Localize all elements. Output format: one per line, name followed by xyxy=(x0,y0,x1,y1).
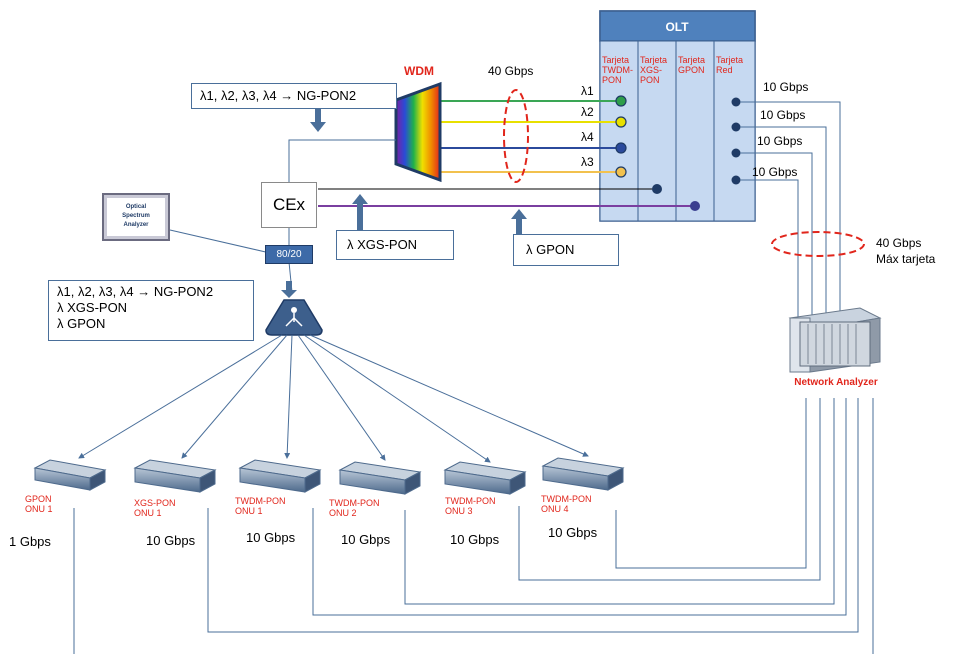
wdm-mux xyxy=(394,81,442,183)
rate-red-2: 10 Gbps xyxy=(760,108,806,122)
olt-title: OLT xyxy=(665,20,689,34)
port-lambda1 xyxy=(615,95,627,107)
wdm-to-cex-line xyxy=(288,139,396,182)
onu-device-twdm-4 xyxy=(541,457,625,491)
red-to-analyzer-lines xyxy=(740,101,841,318)
olt-ports xyxy=(615,95,741,211)
olt-chassis: OLT xyxy=(599,10,756,222)
optical-splitter-icon xyxy=(265,299,323,336)
network-analyzer-device xyxy=(788,307,882,373)
lambda-label-2: λ2 xyxy=(581,105,594,119)
onu-rate-twdm-3: 10 Gbps xyxy=(450,532,500,547)
max-tarjeta-label: Máx tarjeta xyxy=(876,252,936,266)
optical-spectrum-analyzer: Optical Spectrum Analyzer xyxy=(102,193,170,241)
callout-xgs-pon: λ XGS-PON xyxy=(336,230,454,260)
onu-rate-twdm-1: 10 Gbps xyxy=(246,530,296,545)
rate-red-3: 10 Gbps xyxy=(757,134,803,148)
onu-label-twdm-4: TWDM-PON ONU 4 xyxy=(541,494,592,514)
callout-left-line-2: λ XGS-PON xyxy=(57,300,128,315)
onu-label-twdm-1: TWDM-PON ONU 1 xyxy=(235,496,286,516)
rate-red-1: 10 Gbps xyxy=(763,80,809,94)
bandwidth-40gbps-top: 40 Gbps xyxy=(488,64,534,78)
lambda-label-4: λ4 xyxy=(581,130,594,144)
card-label-gpon: Tarjeta GPON xyxy=(678,55,706,75)
onu-device-twdm-3 xyxy=(443,461,527,495)
callout-left-line-1: λ1, λ2, λ3, λ4 → NG-PON2 xyxy=(57,284,214,299)
onu-device-twdm-2 xyxy=(338,461,422,495)
card-gpon xyxy=(675,40,715,222)
onu-rate-xgs-1: 10 Gbps xyxy=(146,533,196,548)
port-lambda3 xyxy=(615,166,627,178)
lambda-label-1: λ1 xyxy=(581,84,594,98)
onu-label-xgs-1: XGS-PON ONU 1 xyxy=(134,498,176,518)
osa-link-line xyxy=(169,229,271,254)
wdm-fibers xyxy=(440,100,620,173)
card-label-red: Tarjeta Red xyxy=(716,55,744,75)
onu-label-twdm-2: TWDM-PON ONU 2 xyxy=(329,498,380,518)
onu-devices xyxy=(33,457,625,495)
ellipse-40gbps-top xyxy=(503,89,529,183)
port-red-3 xyxy=(731,148,741,158)
rate-red-4: 10 Gbps xyxy=(752,165,798,179)
card-label-xgs: Tarjeta XGS-PON xyxy=(640,55,668,85)
onu-to-analyzer-lines xyxy=(73,398,874,654)
splitter-80-20: 80/20 xyxy=(265,245,313,264)
onu-rate-twdm-2: 10 Gbps xyxy=(341,532,391,547)
port-xgs xyxy=(652,184,662,194)
onu-device-gpon-1 xyxy=(33,459,107,491)
network-analyzer-label: Network Analyzer xyxy=(794,377,878,388)
osa-label-2: Spectrum xyxy=(122,213,150,219)
osa-label-3: Analyzer xyxy=(123,222,149,228)
onu-rate-gpon-1: 1 Gbps xyxy=(9,534,51,549)
cex-box: CEx xyxy=(261,182,317,228)
callout-arrows xyxy=(281,108,527,298)
callout-gpon: λ GPON xyxy=(513,234,619,266)
port-lambda2 xyxy=(615,116,627,128)
onu-device-xgs-1 xyxy=(133,459,217,493)
port-lambda4 xyxy=(615,142,627,154)
onu-rate-twdm-4: 10 Gbps xyxy=(548,525,598,540)
onu-device-twdm-1 xyxy=(238,459,322,493)
port-red-1 xyxy=(731,97,741,107)
callout-ngpon2-top: λ1, λ2, λ3, λ4 → NG-PON2 xyxy=(191,83,397,109)
lambda-label-3: λ3 xyxy=(581,155,594,169)
splitter-to-onu-lines xyxy=(78,334,589,463)
bandwidth-40gbps-right: 40 Gbps xyxy=(876,236,922,250)
port-red-4 xyxy=(731,175,741,185)
ellipse-40gbps-right xyxy=(771,231,865,257)
port-gpon xyxy=(690,201,700,211)
card-label-twdm: Tarjeta TWDM-PON xyxy=(602,55,633,85)
onu-label-twdm-3: TWDM-PON ONU 3 xyxy=(445,496,496,516)
callout-left-line-3: λ GPON xyxy=(57,316,106,331)
osa-label-1: Optical xyxy=(126,204,147,210)
callout-wavelengths-left: λ1, λ2, λ3, λ4 → NG-PON2 λ XGS-PON λ GPO… xyxy=(48,280,254,341)
wdm-label: WDM xyxy=(404,64,434,78)
port-red-2 xyxy=(731,122,741,132)
onu-label-gpon-1: GPON ONU 1 xyxy=(25,494,53,514)
